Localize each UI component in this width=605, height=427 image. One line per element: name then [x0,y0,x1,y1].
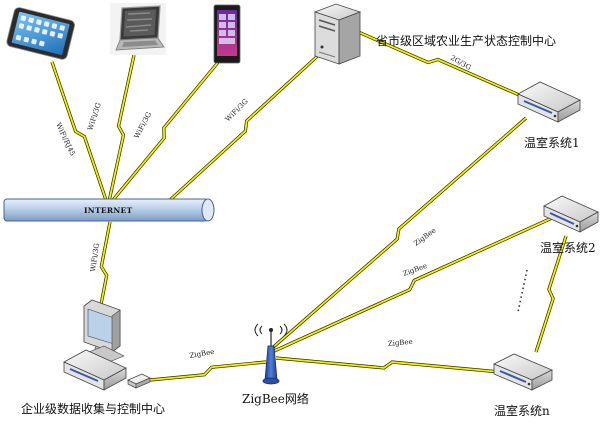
zigbee-greenhouse-1-label: ZigBee [412,226,437,247]
province-center-label: 省市级区域农业生产状态控制中心 [376,33,556,48]
greenhouse-2-device [543,195,599,233]
links-layer [50,22,568,382]
province-greenhouse-link [339,23,527,99]
greenhouse-2-n-link [535,235,567,353]
smartphone-icon [213,4,241,64]
zigbee-network-label: ZigBee网络 [242,391,309,406]
zigbee-antenna-icon [254,323,288,385]
greenhouse-n-label: 温室系统n [494,403,550,418]
zigbee-enterprise-link [149,361,267,381]
laptop-link [107,54,135,207]
ellipsis-dots [517,269,528,313]
zigbee-greenhouse-n-label: ZigBee [387,338,413,348]
enterprise-computer-case [63,349,127,391]
internet-label: INTERNET [84,206,133,215]
enterprise-internet-link-label: WiFi/3G [89,242,101,272]
tablet-link [51,61,109,207]
greenhouse-n-device [493,353,553,391]
tablet-icon [6,7,75,60]
zigbee-dongle-icon [127,373,151,389]
internet-pipe: INTERNET [3,198,215,222]
zigbee-greenhouse-n-link [275,357,501,373]
server-icon [313,3,362,65]
server-link [169,51,323,201]
enterprise-internet-link [97,221,111,321]
zigbee-greenhouse-2-link [271,217,553,353]
enterprise-center-label: 企业级数据收集与控制中心 [21,401,165,416]
laptop-icon [110,3,166,55]
phone-link [107,59,221,207]
zigbee-greenhouse-1-link [269,117,527,351]
greenhouse-1-label: 温室系统1 [524,135,580,150]
greenhouse-1-device [517,81,581,123]
laptop-link-label: WiFi/3G [86,101,103,131]
monitor-icon [83,299,125,365]
greenhouse-2-label: 温室系统2 [540,240,596,255]
zigbee-enterprise-label: ZigBee [189,348,215,360]
phone-link-label: WiFi/3G [133,110,154,140]
